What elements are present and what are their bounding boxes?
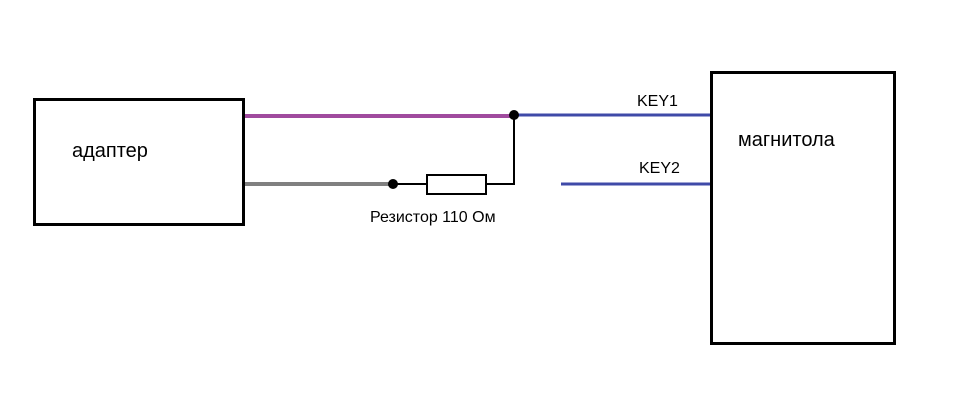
adapter-block (33, 98, 245, 226)
radio-label: магнитола (738, 129, 835, 151)
resistor-label: Резистор 110 Ом (370, 209, 496, 226)
key2-label: KEY2 (639, 160, 680, 177)
radio-block (710, 71, 896, 345)
key1-label: KEY1 (637, 93, 678, 110)
junction-dot-key1 (509, 110, 519, 120)
resistor-symbol (426, 174, 487, 195)
adapter-label: адаптер (72, 140, 148, 162)
junction-dot-resistor (388, 179, 398, 189)
resistor-right-lead (486, 115, 515, 185)
